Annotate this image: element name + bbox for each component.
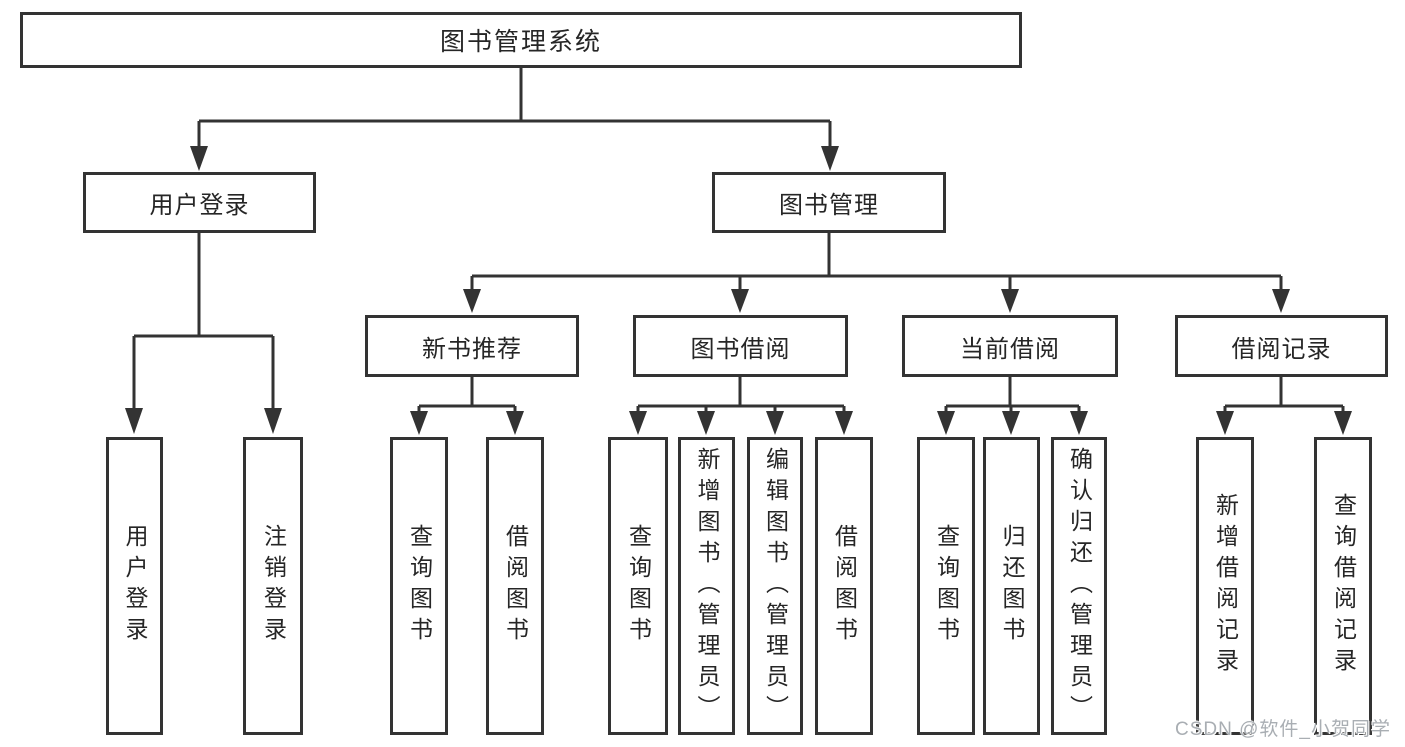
leaf-query-borrow-record: 查询借阅记录	[1314, 437, 1372, 735]
leaf-query-books-borrow: 查询图书	[608, 437, 668, 735]
csdn-watermark: CSDN @软件_小贺同学	[1175, 719, 1391, 740]
node-root: 图书管理系统	[20, 12, 1022, 68]
leaf-borrow-books-recommend: 借阅图书	[486, 437, 544, 735]
leaf-borrow-books: 借阅图书	[815, 437, 873, 735]
leaf-confirm-return-admin: 确认归还（管理员）	[1051, 437, 1107, 735]
leaf-user-login: 用户登录	[106, 437, 163, 735]
node-book-management: 图书管理	[712, 172, 946, 233]
leaf-return-books: 归还图书	[983, 437, 1040, 735]
leaf-add-borrow-record: 新增借阅记录	[1196, 437, 1254, 735]
leaf-query-books-current: 查询图书	[917, 437, 975, 735]
node-book-borrow: 图书借阅	[633, 315, 848, 377]
leaf-edit-book-admin: 编辑图书（管理员）	[747, 437, 803, 735]
node-user-login: 用户登录	[83, 172, 316, 233]
leaf-query-books-recommend: 查询图书	[390, 437, 448, 735]
node-current-borrow: 当前借阅	[902, 315, 1118, 377]
leaf-add-book-admin: 新增图书（管理员）	[678, 437, 735, 735]
node-new-book-recommend: 新书推荐	[365, 315, 579, 377]
arrowheads	[125, 146, 1352, 435]
node-borrow-records: 借阅记录	[1175, 315, 1388, 377]
leaf-logout: 注销登录	[243, 437, 303, 735]
